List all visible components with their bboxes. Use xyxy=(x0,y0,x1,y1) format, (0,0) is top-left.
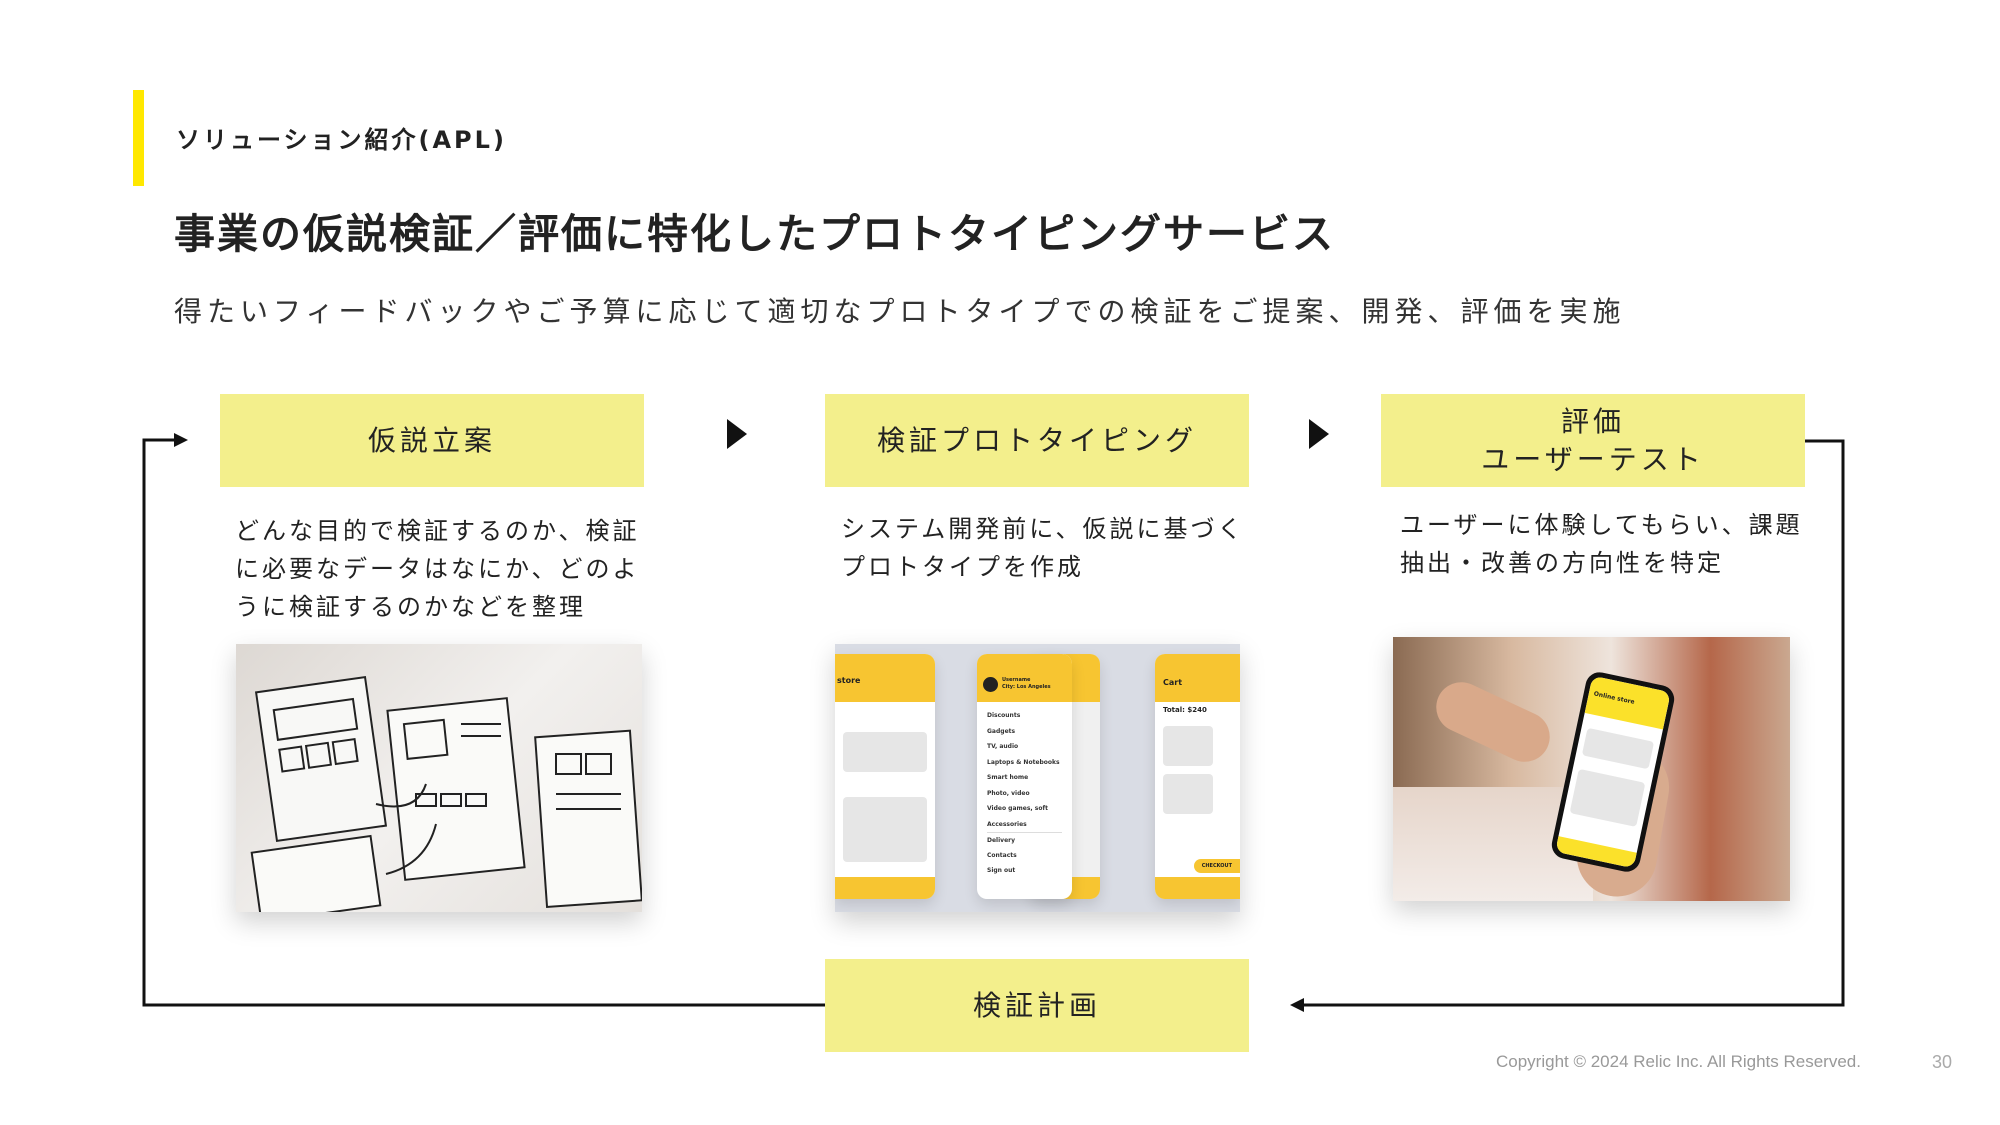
step-desc-hypothesis: どんな目的で検証するのか、検証 に必要なデータはなにか、どのよ うに検証するのか… xyxy=(235,517,640,621)
step-box-hypothesis: 仮説立案 xyxy=(220,394,644,487)
mockup-menu-item: Laptops & Notebooks xyxy=(987,758,1060,766)
step-box-evaluation: 評価 ユーザーテスト xyxy=(1381,394,1805,487)
checkout-button: CHECKOUT xyxy=(1193,859,1240,873)
mockup-menu-item: Contacts xyxy=(987,851,1017,859)
mockup-menu-item: Delivery xyxy=(987,832,1062,848)
mockup-menu-item: Photo, video xyxy=(987,789,1030,797)
cart-title: Cart xyxy=(1163,678,1183,687)
step-desc-evaluation: ユーザーに体験してもらい、課題 抽出・改善の方向性を特定 xyxy=(1400,511,1803,577)
step-box-plan: 検証計画 xyxy=(825,959,1249,1052)
mockup-menu-item: Accessories xyxy=(987,820,1027,828)
loop-arrowhead-right xyxy=(1290,998,1304,1012)
store-title: store xyxy=(837,676,861,685)
step-box-prototyping: 検証プロトタイピング xyxy=(825,394,1249,487)
mockup-menu-item: Smart home xyxy=(987,774,1029,781)
arrow-right-icon xyxy=(1309,419,1329,449)
wireframe-sketch-image xyxy=(236,644,642,912)
hand xyxy=(1428,673,1558,771)
loop-line-left xyxy=(142,438,825,1007)
sketch-drawing xyxy=(250,675,642,912)
section-label: ソリューション紹介(APL) xyxy=(176,126,507,154)
page-description: 得たいフィードバックやご予算に応じて適切なプロトタイプでの検証をご提案、開発、評… xyxy=(174,295,1626,328)
user-testing-photo: Online store xyxy=(1393,637,1790,901)
mockup-username: Username xyxy=(1002,677,1031,683)
page-number: 30 xyxy=(1932,1052,1953,1072)
mockup-phone-cart: Cart Total: $240 CHECKOUT xyxy=(1155,654,1240,899)
mockup-menu-item: Gadgets xyxy=(987,727,1016,735)
cart-total: Total: $240 xyxy=(1163,706,1207,714)
mockup-menu-item: TV, audio xyxy=(987,743,1019,750)
mockup-menu-item: Sign out xyxy=(987,867,1016,874)
loop-arrowhead-left xyxy=(174,433,188,447)
photo-app-title: Online store xyxy=(1584,675,1671,730)
mockup-menu-item: Video games, soft xyxy=(987,805,1048,812)
mockup-phone-store: store xyxy=(835,654,935,899)
accent-bar xyxy=(133,90,144,186)
footer-copyright: Copyright © 2024 Relic Inc. All Rights R… xyxy=(1496,1052,1861,1071)
avatar xyxy=(983,676,998,692)
mockup-city: City: Los Angeles xyxy=(1002,684,1051,690)
arrow-right-icon xyxy=(727,419,747,449)
page-title: 事業の仮説検証／評価に特化したプロトタイピングサービス xyxy=(174,210,1335,258)
mockup-menu-item: Discounts xyxy=(987,712,1021,719)
step-desc-prototyping: システム開発前に、仮説に基づく プロトタイプを作成 xyxy=(841,515,1245,581)
loop-line-right xyxy=(1300,439,1845,1007)
